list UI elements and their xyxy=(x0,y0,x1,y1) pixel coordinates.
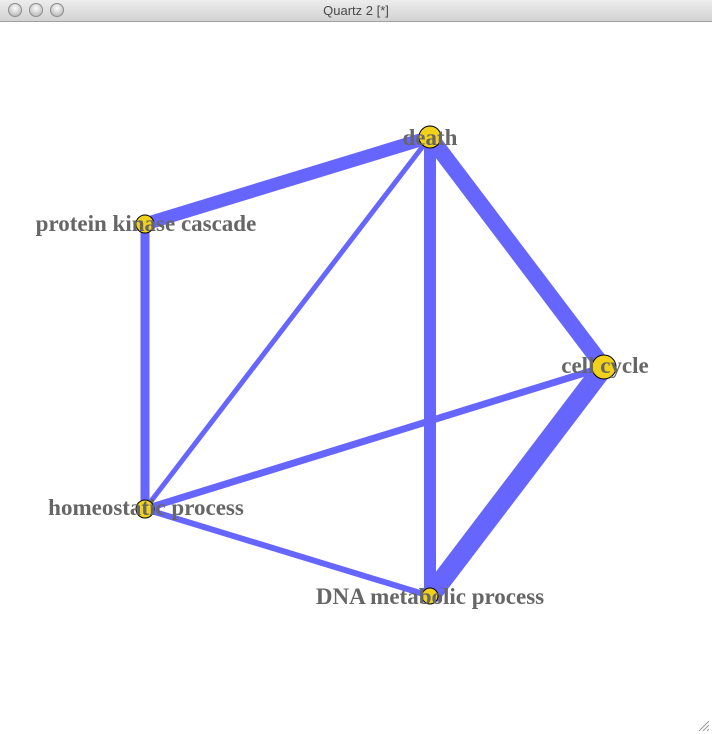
edge-homeostatic-process-dna-metabolic-process xyxy=(144,506,431,599)
edge-death-protein-kinase-cascade xyxy=(143,130,432,231)
close-window-button[interactable] xyxy=(8,3,22,17)
nodes-layer xyxy=(135,125,617,605)
node-label-cell-cycle: cell cycle xyxy=(561,353,648,378)
labels-layer: death protein kinase cascade cell cycle hom… xyxy=(36,125,649,609)
node-label-protein-kinase-cascade: protein kinase cascade xyxy=(36,211,257,236)
edges-layer xyxy=(140,130,612,603)
edge-cell-cycle-dna-metabolic-process xyxy=(422,360,612,603)
edge-death-cell-cycle xyxy=(423,132,611,372)
node-label-death: death xyxy=(403,125,458,150)
node-protein-kinase-cascade[interactable] xyxy=(135,214,155,234)
network-graph: death protein kinase cascade cell cycle hom… xyxy=(36,125,649,609)
title-bar[interactable]: Quartz 2 [*] xyxy=(0,0,712,22)
resize-grip-icon[interactable] xyxy=(698,720,710,732)
minimize-window-button[interactable] xyxy=(29,3,43,17)
node-dna-metabolic-process[interactable] xyxy=(421,587,439,605)
graph-canvas: death protein kinase cascade cell cycle hom… xyxy=(0,22,712,734)
zoom-window-button[interactable] xyxy=(50,3,64,17)
window-title: Quartz 2 [*] xyxy=(323,3,389,18)
node-label-dna-metabolic-process: DNA metabolic process xyxy=(316,584,544,609)
node-death[interactable] xyxy=(418,125,442,149)
node-homeostatic-process[interactable] xyxy=(135,499,155,519)
node-label-homeostatic-process: homeostatic process xyxy=(48,495,244,520)
node-cell-cycle[interactable] xyxy=(591,354,617,380)
edge-death-homeostatic-process xyxy=(143,135,432,511)
edge-cell-cycle-homeostatic-process xyxy=(143,363,606,513)
